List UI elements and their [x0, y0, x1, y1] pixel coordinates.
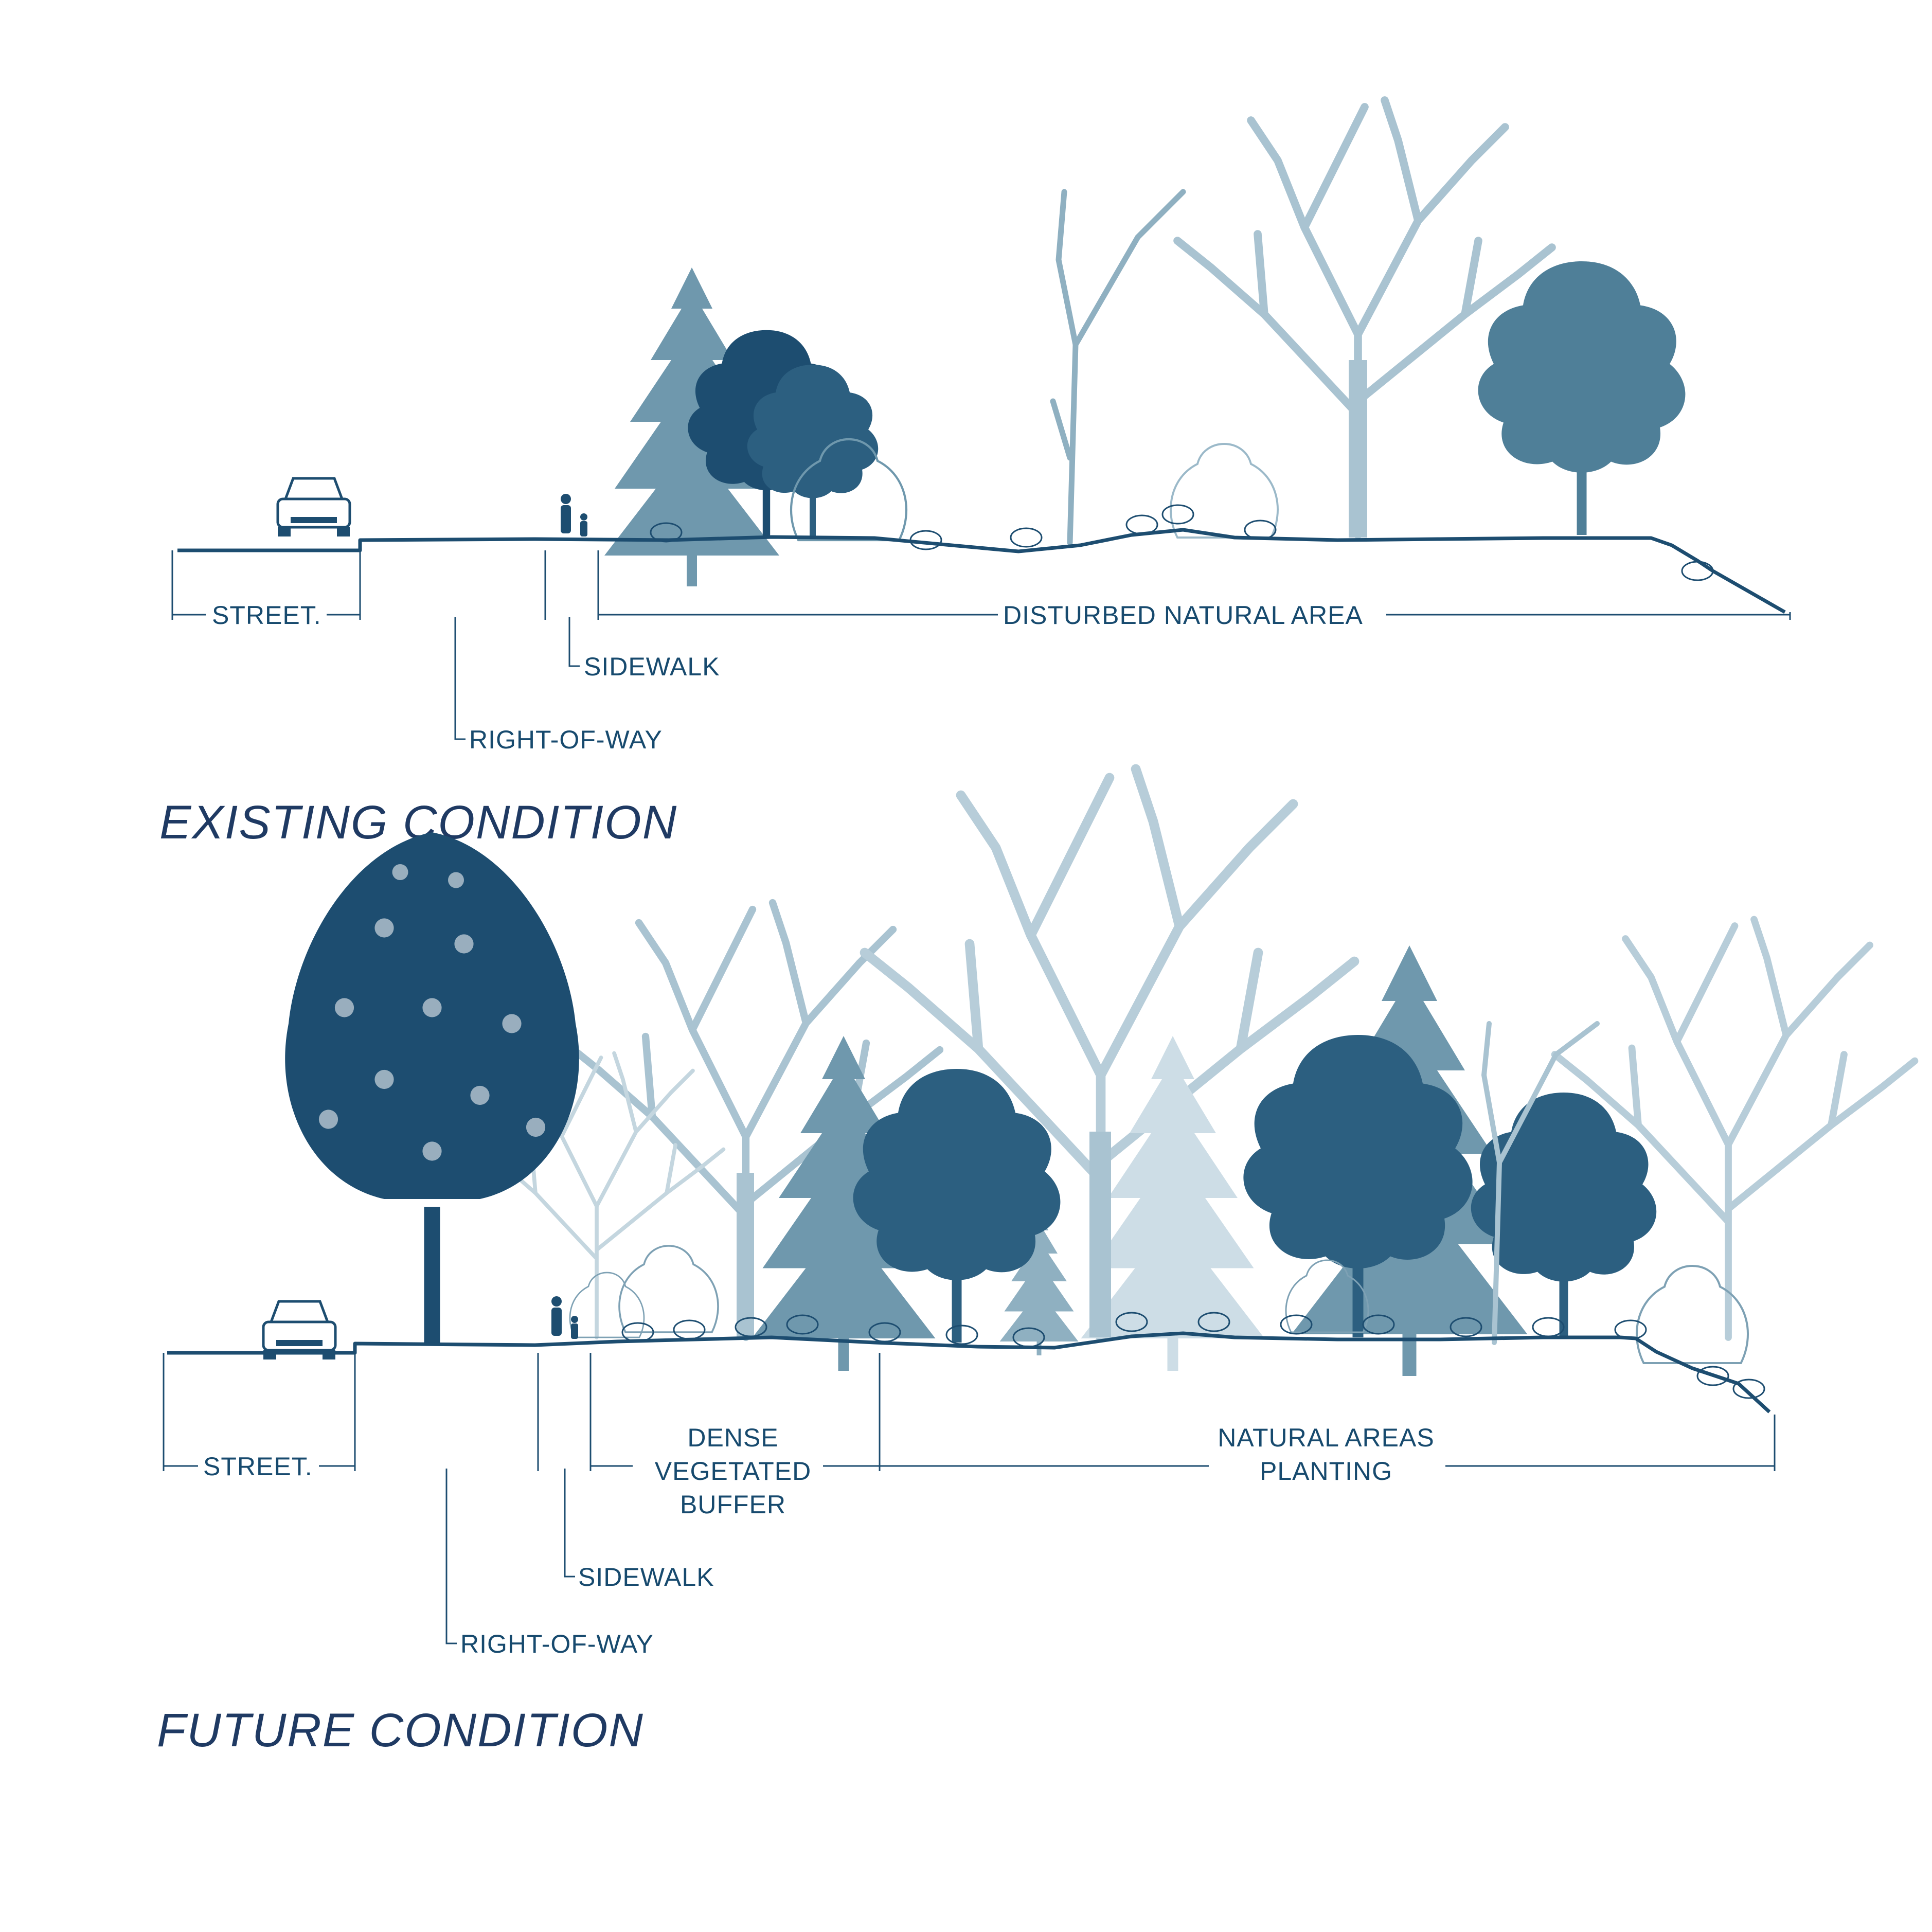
future-dimension-lines — [163, 1353, 1776, 1644]
pedestrians-icon — [551, 1296, 578, 1339]
future-street-label: STREET. — [203, 1452, 313, 1481]
dead-snag-tree — [1481, 1021, 1600, 1345]
dense-buffer-label-line2: VEGETATED — [655, 1457, 811, 1486]
pedestrians-icon — [561, 494, 587, 536]
dense-buffer-label-line1: DENSE — [687, 1423, 778, 1452]
existing-disturbed-natural-area-label: DISTURBED NATURAL AREA — [1003, 601, 1363, 630]
light-shrub — [1170, 443, 1279, 539]
natural-areas-label-line1: NATURAL AREAS — [1218, 1423, 1434, 1452]
natural-areas-label-line2: PLANTING — [1260, 1457, 1392, 1486]
street-tree — [285, 832, 579, 1343]
dead-snag-tree — [1050, 189, 1186, 546]
existing-vegetation — [604, 100, 1714, 586]
future-ground-line — [167, 1331, 1771, 1414]
future-vegetation — [285, 769, 1915, 1399]
existing-section: STREET. DISTURBED NATURAL AREA SIDEWALK … — [159, 100, 1791, 849]
bare-tree-trunk — [1349, 360, 1367, 538]
car-icon — [276, 477, 351, 536]
future-sidewalk-label: SIDEWALK — [578, 1563, 714, 1591]
future-section: STREET. DENSE VEGETATED BUFFER NATURAL A… — [157, 769, 1915, 1757]
dense-buffer-label-line3: BUFFER — [680, 1490, 786, 1519]
car-icon — [262, 1300, 337, 1359]
existing-right-of-way-label: RIGHT-OF-WAY — [469, 725, 663, 754]
dark-canopy-tree — [1478, 261, 1686, 535]
bare-trunk-1 — [1089, 1132, 1111, 1337]
future-condition-title: FUTURE CONDITION — [157, 1704, 644, 1757]
bare-trunk-2 — [737, 1173, 754, 1337]
existing-street-label: STREET. — [212, 601, 321, 630]
existing-ground-line — [177, 528, 1786, 614]
existing-dimension-lines — [171, 550, 1791, 740]
existing-sidewalk-label: SIDEWALK — [584, 652, 720, 681]
future-right-of-way-label: RIGHT-OF-WAY — [460, 1630, 654, 1658]
